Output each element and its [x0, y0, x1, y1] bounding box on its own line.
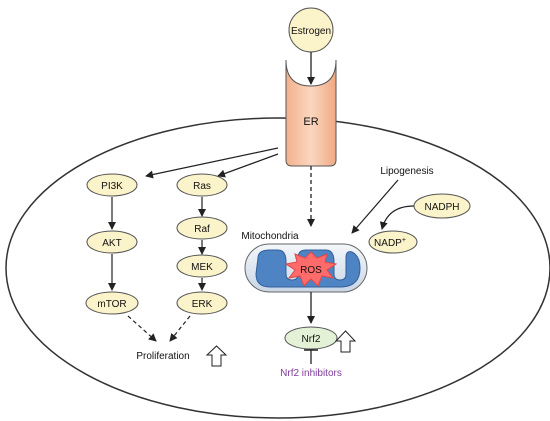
- nrf2-node: [284, 326, 338, 350]
- pi3k-label: PI3K: [101, 181, 123, 192]
- erk-node: [176, 291, 228, 315]
- nadp-node: [368, 230, 418, 254]
- nadp-label-text: NADP: [374, 238, 402, 249]
- mtor-label: mTOR: [97, 299, 126, 310]
- er-receptor: [285, 59, 337, 167]
- ras-label: Ras: [193, 181, 211, 192]
- nrf2-up-arrow-icon: [334, 330, 357, 353]
- arrow-erk-proliferation: [169, 315, 191, 342]
- ros-burst: [284, 251, 338, 287]
- mitochondria-label: Mitochondria: [241, 231, 299, 242]
- estrogen-label: Estrogen: [291, 26, 331, 37]
- nadp-label: NADP+: [374, 237, 406, 249]
- arrow-er-ras: [217, 153, 279, 178]
- nadph-label: NADPH: [424, 202, 459, 213]
- raf-label: Raf: [194, 224, 210, 235]
- nrf2-inhibitors-label: Nrf2 inhibitors: [280, 368, 342, 379]
- raf-node: [176, 216, 228, 240]
- akt-node: [86, 230, 138, 254]
- proliferation-label: Proliferation: [136, 351, 189, 362]
- lipogenesis-label: Lipogenesis: [380, 166, 433, 177]
- mek-label: MEK: [191, 262, 213, 273]
- mek-node: [176, 254, 228, 278]
- arrow-mtor-proliferation: [127, 315, 157, 342]
- proliferation-up-arrow-icon: [205, 345, 228, 367]
- erk-label: ERK: [192, 299, 213, 310]
- mtor-node: [85, 291, 139, 315]
- ras-node: [176, 173, 228, 197]
- arrow-lipogenesis-mitochondria: [351, 179, 399, 234]
- arrow-nadph-nadp: [379, 205, 415, 230]
- pi3k-node: [86, 173, 138, 197]
- arrow-er-pi3k: [145, 147, 279, 179]
- akt-label: AKT: [102, 238, 121, 249]
- er-label: ER: [303, 116, 318, 128]
- nadp-superscript: +: [402, 237, 406, 244]
- ros-label: ROS: [300, 265, 322, 276]
- nrf2-label: Nrf2: [302, 334, 321, 345]
